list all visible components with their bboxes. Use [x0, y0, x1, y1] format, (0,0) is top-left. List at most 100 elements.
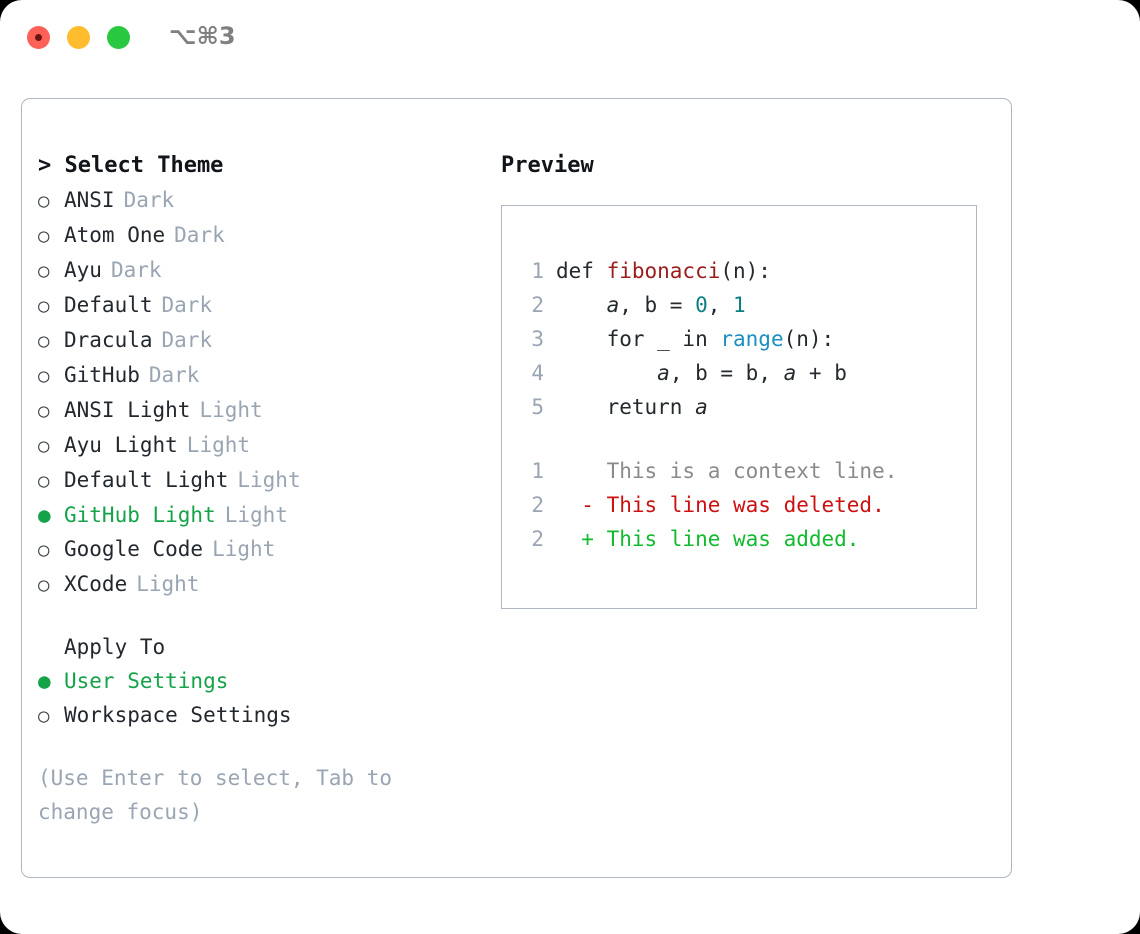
theme-name: Google Code — [64, 537, 204, 561]
code-line: 4 a, b = b, a + b — [520, 356, 976, 390]
diff-sample: 1 This is a context line.2 - This line w… — [520, 454, 976, 556]
code-token: return — [556, 395, 696, 419]
theme-list-item[interactable]: ○ GitHub Dark — [38, 358, 498, 393]
apply-to-label: User Settings — [64, 669, 229, 693]
code-line: 3 for _ in range(n): — [520, 322, 976, 356]
close-icon[interactable] — [27, 26, 50, 49]
keyboard-shortcut-label: ⌥⌘3 — [169, 22, 236, 50]
theme-name: Default — [64, 293, 153, 317]
theme-list-item[interactable]: ○ ANSI Light Light — [38, 393, 498, 428]
code-token: 1 — [733, 293, 746, 317]
code-content: return a — [556, 390, 708, 424]
preview-heading: Preview — [501, 153, 594, 178]
code-token: , b = b, — [669, 361, 784, 385]
line-number: 2 — [531, 527, 544, 551]
code-content: for _ in range(n): — [556, 322, 835, 356]
theme-list-item[interactable]: ○ Ayu Dark — [38, 253, 498, 288]
theme-name: Default Light — [64, 468, 229, 492]
code-token: fibonacci — [606, 259, 721, 283]
theme-name: GitHub Light — [64, 503, 216, 527]
theme-name: Atom One — [64, 223, 166, 247]
radio-unselected-icon[interactable]: ○ — [38, 330, 50, 352]
apply-to-option[interactable]: ○ Workspace Settings — [38, 698, 498, 733]
radio-unselected-icon[interactable]: ○ — [38, 400, 50, 422]
theme-list-item[interactable]: ● GitHub Light Light — [38, 498, 498, 532]
radio-unselected-icon[interactable]: ○ — [38, 705, 50, 727]
radio-selected-icon[interactable]: ● — [38, 669, 51, 693]
code-token: def — [556, 259, 607, 283]
theme-category: Light — [224, 503, 288, 527]
line-number: 4 — [531, 361, 544, 385]
theme-category: Dark — [123, 188, 175, 212]
code-line: 5 return a — [520, 390, 976, 424]
line-number: 5 — [531, 395, 544, 419]
diff-line: 2 - This line was deleted. — [520, 488, 976, 522]
radio-unselected-icon[interactable]: ○ — [38, 225, 50, 247]
apply-to-options[interactable]: ● User Settings ○ Workspace Settings — [38, 664, 498, 733]
theme-list-item[interactable]: ○ ANSI Dark — [38, 183, 498, 218]
radio-selected-icon[interactable]: ● — [38, 503, 51, 527]
code-token: (n): — [783, 327, 835, 351]
radio-unselected-icon[interactable]: ○ — [38, 365, 50, 387]
theme-category: Light — [212, 537, 276, 561]
minimize-icon[interactable] — [67, 26, 90, 49]
code-token: + b — [796, 361, 847, 385]
theme-name: ANSI Light — [64, 398, 191, 422]
code-content: a, b = b, a + b — [556, 356, 847, 390]
theme-list-item[interactable]: ○ Atom One Dark — [38, 218, 498, 253]
apply-to-section: Apply To ●User Settings○Workspace Settin… — [38, 630, 498, 733]
code-token: 0 — [695, 293, 708, 317]
theme-category: Light — [237, 468, 301, 492]
code-token: (n): — [720, 259, 771, 283]
preview-spacer — [520, 424, 976, 454]
apply-to-option[interactable]: ● User Settings — [38, 664, 498, 698]
radio-unselected-icon[interactable]: ○ — [38, 435, 50, 457]
theme-category: Dark — [161, 328, 213, 352]
maximize-icon[interactable] — [107, 26, 130, 49]
theme-category: Light — [199, 398, 263, 422]
code-token: for _ in — [556, 327, 721, 351]
diff-content: This is a context line. — [556, 459, 898, 483]
theme-name: ANSI — [64, 188, 115, 212]
theme-name: Dracula — [64, 328, 153, 352]
radio-unselected-icon[interactable]: ○ — [38, 295, 50, 317]
theme-category: Dark — [110, 258, 162, 282]
code-token — [556, 361, 657, 385]
code-content: def fibonacci(n): — [556, 254, 771, 288]
diff-line: 1 This is a context line. — [520, 454, 976, 488]
code-token: a — [606, 293, 620, 317]
window-controls — [27, 26, 130, 49]
radio-unselected-icon[interactable]: ○ — [38, 190, 50, 212]
diff-line: 2 + This line was added. — [520, 522, 976, 556]
radio-unselected-icon[interactable]: ○ — [38, 470, 50, 492]
theme-category: Dark — [174, 223, 225, 247]
theme-list-item[interactable]: ○ Google Code Light — [38, 532, 498, 567]
radio-unselected-icon[interactable]: ○ — [38, 574, 50, 596]
radio-unselected-icon[interactable]: ○ — [38, 539, 50, 561]
theme-list-item[interactable]: ○ Dracula Dark — [38, 323, 498, 358]
theme-name: Ayu — [64, 258, 102, 282]
theme-category: Dark — [148, 363, 200, 387]
title-bar: ⌥⌘3 — [0, 0, 1140, 78]
apply-to-label: Workspace Settings — [64, 703, 292, 727]
diff-content: - This line was deleted. — [556, 493, 885, 517]
code-token: , — [707, 293, 734, 317]
theme-category: Light — [136, 572, 200, 596]
theme-list-item[interactable]: ○ Default Light Light — [38, 463, 498, 498]
theme-name: GitHub — [64, 363, 140, 387]
code-token: range — [720, 327, 784, 351]
radio-unselected-icon[interactable]: ○ — [38, 260, 50, 282]
select-theme-heading: > Select Theme — [38, 153, 224, 178]
diff-content: + This line was added. — [556, 527, 860, 551]
code-token: a — [657, 361, 670, 385]
line-number: 1 — [531, 459, 544, 483]
